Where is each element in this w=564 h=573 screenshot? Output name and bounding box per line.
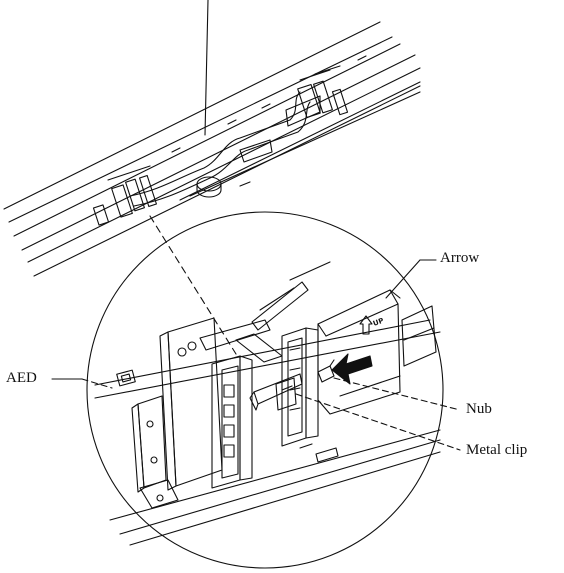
up-arrow-icon: [359, 315, 373, 335]
label-aed: AED: [6, 370, 37, 386]
connector-left: [211, 333, 283, 489]
callout-leaders: [51, 259, 461, 451]
up-marking: UP: [372, 317, 385, 328]
magnify-leader: [149, 215, 237, 355]
label-arrow: Arrow: [440, 250, 480, 266]
detail-view: [94, 261, 441, 546]
rail-overview: [3, 0, 421, 277]
left-bracket: [131, 395, 179, 509]
aed-plate: [116, 317, 223, 491]
connector-right: [281, 327, 319, 447]
left-connector: [92, 165, 157, 226]
nub: [317, 359, 335, 383]
right-connector: [297, 65, 349, 118]
metal-clip: [249, 373, 303, 411]
right-module: [317, 289, 401, 415]
label-nub: Nub: [466, 401, 492, 417]
detail-circle: [86, 211, 444, 569]
label-metal-clip: Metal clip: [466, 442, 528, 458]
